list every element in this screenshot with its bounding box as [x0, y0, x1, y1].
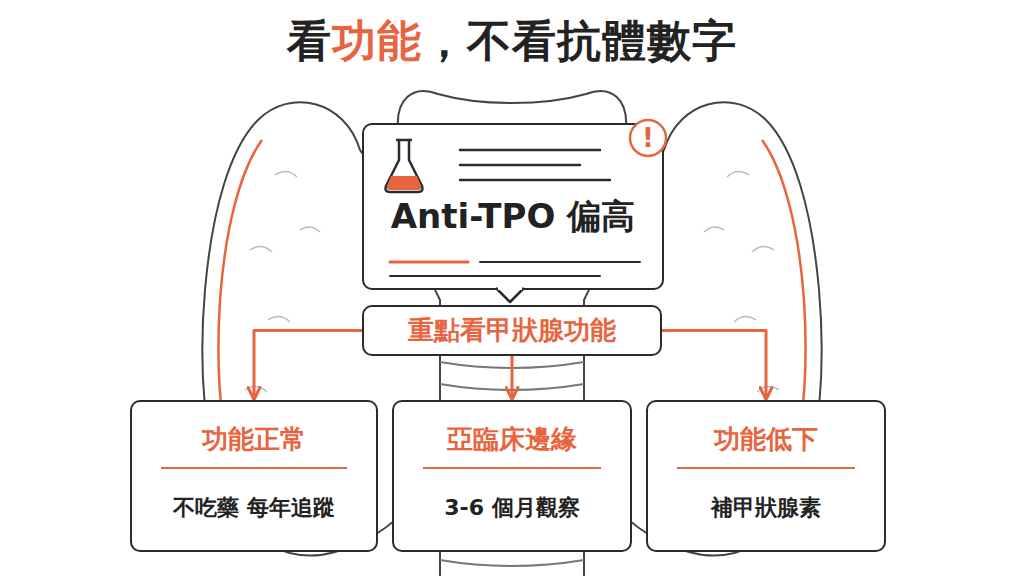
box-heading: Anti-TPO 偏高	[391, 194, 635, 240]
divider-line	[161, 467, 347, 469]
outcome-box: 功能正常不吃藥 每年追蹤	[130, 400, 378, 552]
box-heading: 重點看甲狀腺功能	[408, 313, 616, 348]
lobe-texture	[704, 171, 779, 392]
tail-mask	[498, 285, 522, 290]
divider-line	[423, 467, 602, 469]
trachea-ring	[440, 560, 584, 566]
box-heading: 亞臨床邊緣	[447, 416, 577, 467]
alert-circle	[630, 120, 666, 156]
box-heading: 功能正常	[202, 416, 306, 467]
box-body: 補甲狀腺素	[711, 479, 821, 536]
lobe-texture	[245, 171, 320, 392]
title-part: 功能	[332, 15, 422, 66]
callout-box: Anti-TPO 偏高	[362, 123, 664, 290]
outcome-box: 功能低下補甲狀腺素	[646, 400, 886, 552]
outcome-box: 亞臨床邊緣 3-6 個月觀察	[392, 400, 632, 552]
title-part: 看	[287, 15, 332, 66]
branch-arrow	[511, 356, 514, 398]
branch-arrow	[254, 331, 362, 399]
bubble-tail	[496, 288, 524, 302]
text-lines	[390, 150, 640, 276]
flask-icon	[386, 140, 423, 192]
focus-box: 重點看甲狀腺功能	[362, 305, 662, 356]
alert-mark: !	[630, 119, 666, 157]
box-body: 3-6 個月觀察	[444, 479, 579, 536]
title-part: ，不看抗體數字	[422, 15, 737, 66]
box-heading: 功能低下	[714, 416, 818, 467]
divider-line	[677, 467, 856, 469]
box-body: 不吃藥 每年追蹤	[173, 479, 335, 536]
branch-arrow	[662, 331, 766, 399]
title: 看功能，不看抗體數字	[0, 12, 1024, 71]
